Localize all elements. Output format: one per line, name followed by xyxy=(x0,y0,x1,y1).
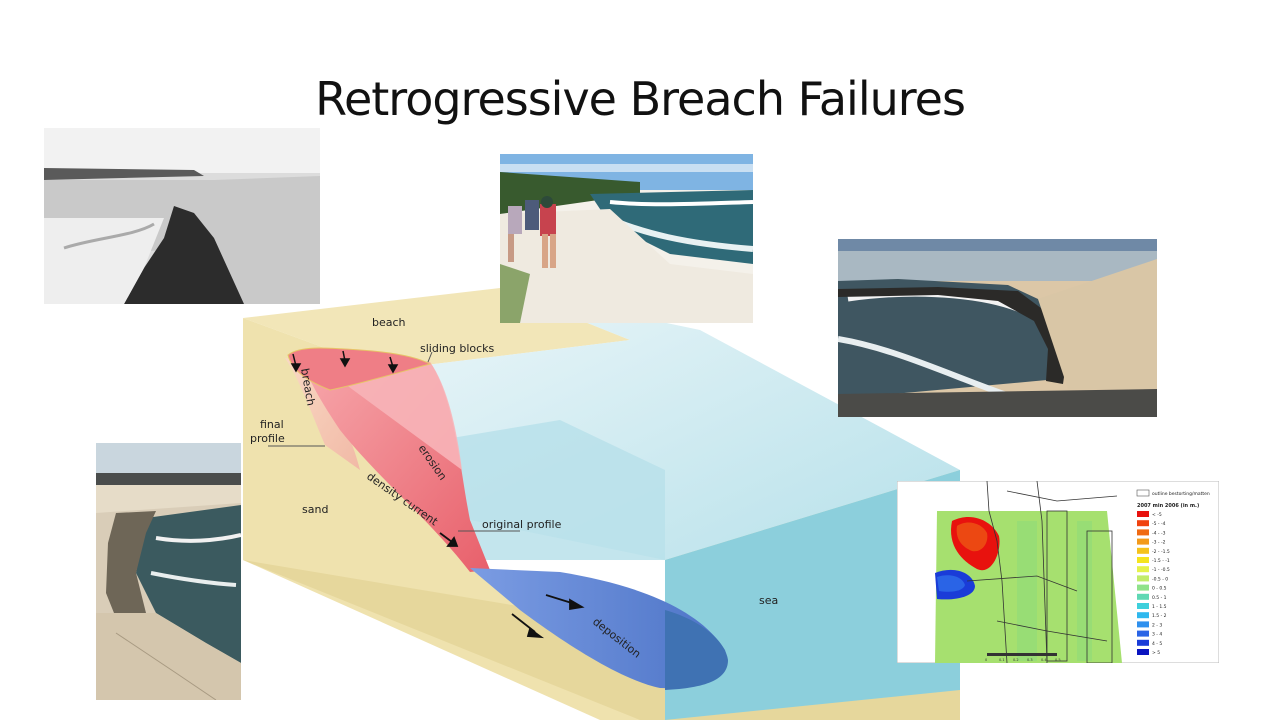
photo-beach-people xyxy=(500,154,753,323)
legend-swatch xyxy=(1137,520,1149,527)
legend-swatch xyxy=(1137,603,1149,609)
legend-swatch xyxy=(1137,639,1149,646)
legend-label: < -5 xyxy=(1152,512,1162,518)
arrow-down-icon xyxy=(290,350,399,374)
legend-label: -1.5 - -1 xyxy=(1152,558,1170,564)
sea-cross-section xyxy=(440,420,665,560)
legend-label: -5 - -4 xyxy=(1152,521,1166,527)
scale-tick: 0.5 xyxy=(1055,658,1061,662)
photo-curved-scarp xyxy=(838,239,1157,417)
legend-label: -0.5 - 0 xyxy=(1152,576,1168,582)
slide-title: Retrogressive Breach Failures xyxy=(315,72,966,126)
flow-arrow-icon xyxy=(439,532,585,639)
legend-label: -1 - -0.5 xyxy=(1152,567,1170,573)
map-scale-bar xyxy=(987,653,1057,656)
legend-label: > 5 xyxy=(1152,650,1160,656)
legend-label: -4 - -3 xyxy=(1152,530,1166,536)
scale-tick: 0 xyxy=(985,658,987,662)
sliding-blocks-zone xyxy=(287,347,432,391)
label-breach: breach xyxy=(298,367,317,407)
legend-swatch xyxy=(1137,538,1149,545)
legend-swatch xyxy=(1137,630,1149,637)
legend-outline-label: outline bestorting/matten xyxy=(1152,491,1210,497)
deposition-front xyxy=(665,610,728,690)
legend-label: -3 - -2 xyxy=(1152,540,1166,546)
sliding-blocks-leader xyxy=(427,351,433,363)
scale-tick: 0.1 xyxy=(999,658,1005,662)
legend-swatch xyxy=(1137,511,1149,517)
legend-swatch xyxy=(1137,557,1149,563)
legend-label: 1.5 - 2 xyxy=(1152,613,1167,619)
scale-tick: 0.3 xyxy=(1027,658,1033,662)
label-sliding-blocks: sliding blocks xyxy=(420,342,495,355)
legend-label: -2 - -1.5 xyxy=(1152,549,1170,555)
legend-swatch xyxy=(1137,593,1149,600)
legend-label: 2 - 3 xyxy=(1152,622,1162,628)
photo-bw-breach xyxy=(44,128,320,304)
legend-label: 3 - 4 xyxy=(1152,632,1162,638)
legend-label: 0 - 0.5 xyxy=(1152,586,1167,592)
map-legend: outline bestorting/matten 2007 min 2006 … xyxy=(1136,489,1210,656)
final-profile-zone xyxy=(285,358,360,470)
photo-vertical-breach xyxy=(96,443,241,700)
legend-swatch xyxy=(1137,529,1149,536)
label-final-1: final xyxy=(260,418,284,431)
label-beach: beach xyxy=(372,316,406,329)
scale-tick: 0.2 xyxy=(1013,658,1019,662)
scale-tick: 0.4 xyxy=(1041,658,1047,662)
label-sea: sea xyxy=(759,594,778,607)
bathymetry-map: 0 0.1 0.2 0.3 0.4 0.5 outline bestorting… xyxy=(897,481,1219,663)
legend-swatch xyxy=(1137,547,1149,554)
legend-swatch xyxy=(1137,584,1149,591)
legend-label: 1 - 1.5 xyxy=(1152,604,1167,610)
legend-swatch xyxy=(1137,566,1149,573)
sea-front-face xyxy=(665,470,960,720)
label-original-profile: original profile xyxy=(482,518,562,531)
deposition-zone xyxy=(470,568,727,689)
legend-swatch xyxy=(1137,649,1149,655)
legend-title: 2007 min 2006 (in m.) xyxy=(1137,503,1199,509)
label-final-2: profile xyxy=(250,432,285,445)
label-sand: sand xyxy=(302,503,328,516)
legend-swatch xyxy=(1137,612,1149,619)
legend-swatch xyxy=(1137,621,1149,628)
legend-label: 4 - 5 xyxy=(1152,641,1162,647)
legend-swatch xyxy=(1137,575,1149,582)
erosion-wedge xyxy=(345,362,462,470)
legend-label: 0.5 - 1 xyxy=(1152,595,1167,601)
